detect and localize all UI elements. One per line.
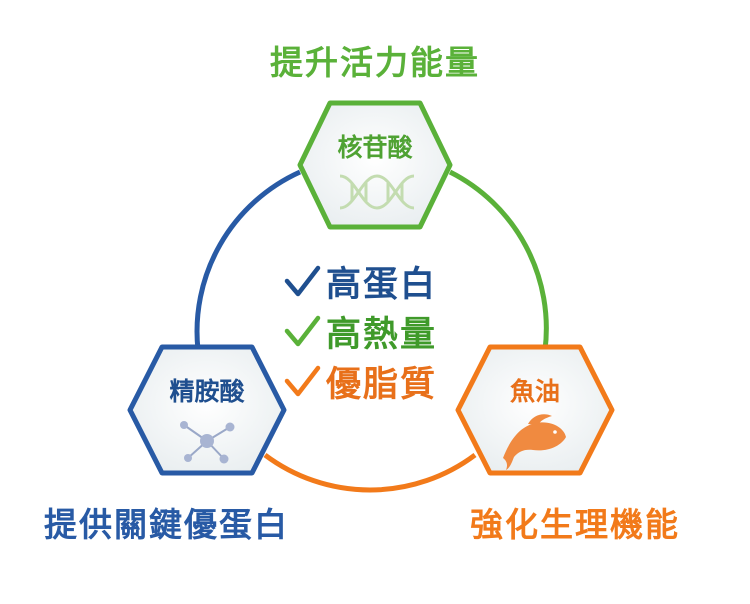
center-item-3: 優脂質 xyxy=(326,365,438,405)
ring-arc-blue xyxy=(194,169,302,351)
caption-bottom-right: 強化生理機能 xyxy=(470,505,680,544)
hexagon-node-right: 魚油 xyxy=(455,344,615,476)
node-label-top: 核苷酸 xyxy=(337,133,413,162)
node-label-left: 精胺酸 xyxy=(169,377,245,406)
dna-icon xyxy=(339,174,415,210)
center-item-1: 高蛋白 xyxy=(326,265,438,305)
node-label-right: 魚油 xyxy=(510,377,560,406)
ring-arc-orange xyxy=(263,452,477,493)
hexagon-node-left: 精胺酸 xyxy=(127,344,287,476)
caption-bottom-left: 提供關鍵優蛋白 xyxy=(44,505,289,544)
ring-arc-green xyxy=(448,169,549,351)
hexagon-node-top: 核苷酸 xyxy=(297,100,453,230)
caption-top: 提升活力能量 xyxy=(270,43,480,82)
check-icon-3 xyxy=(284,365,321,397)
check-icon-2 xyxy=(284,315,321,347)
fish-icon xyxy=(503,414,566,470)
check-icon-1 xyxy=(284,265,321,297)
molecule-icon xyxy=(180,421,235,464)
center-item-2: 高熱量 xyxy=(326,315,438,355)
